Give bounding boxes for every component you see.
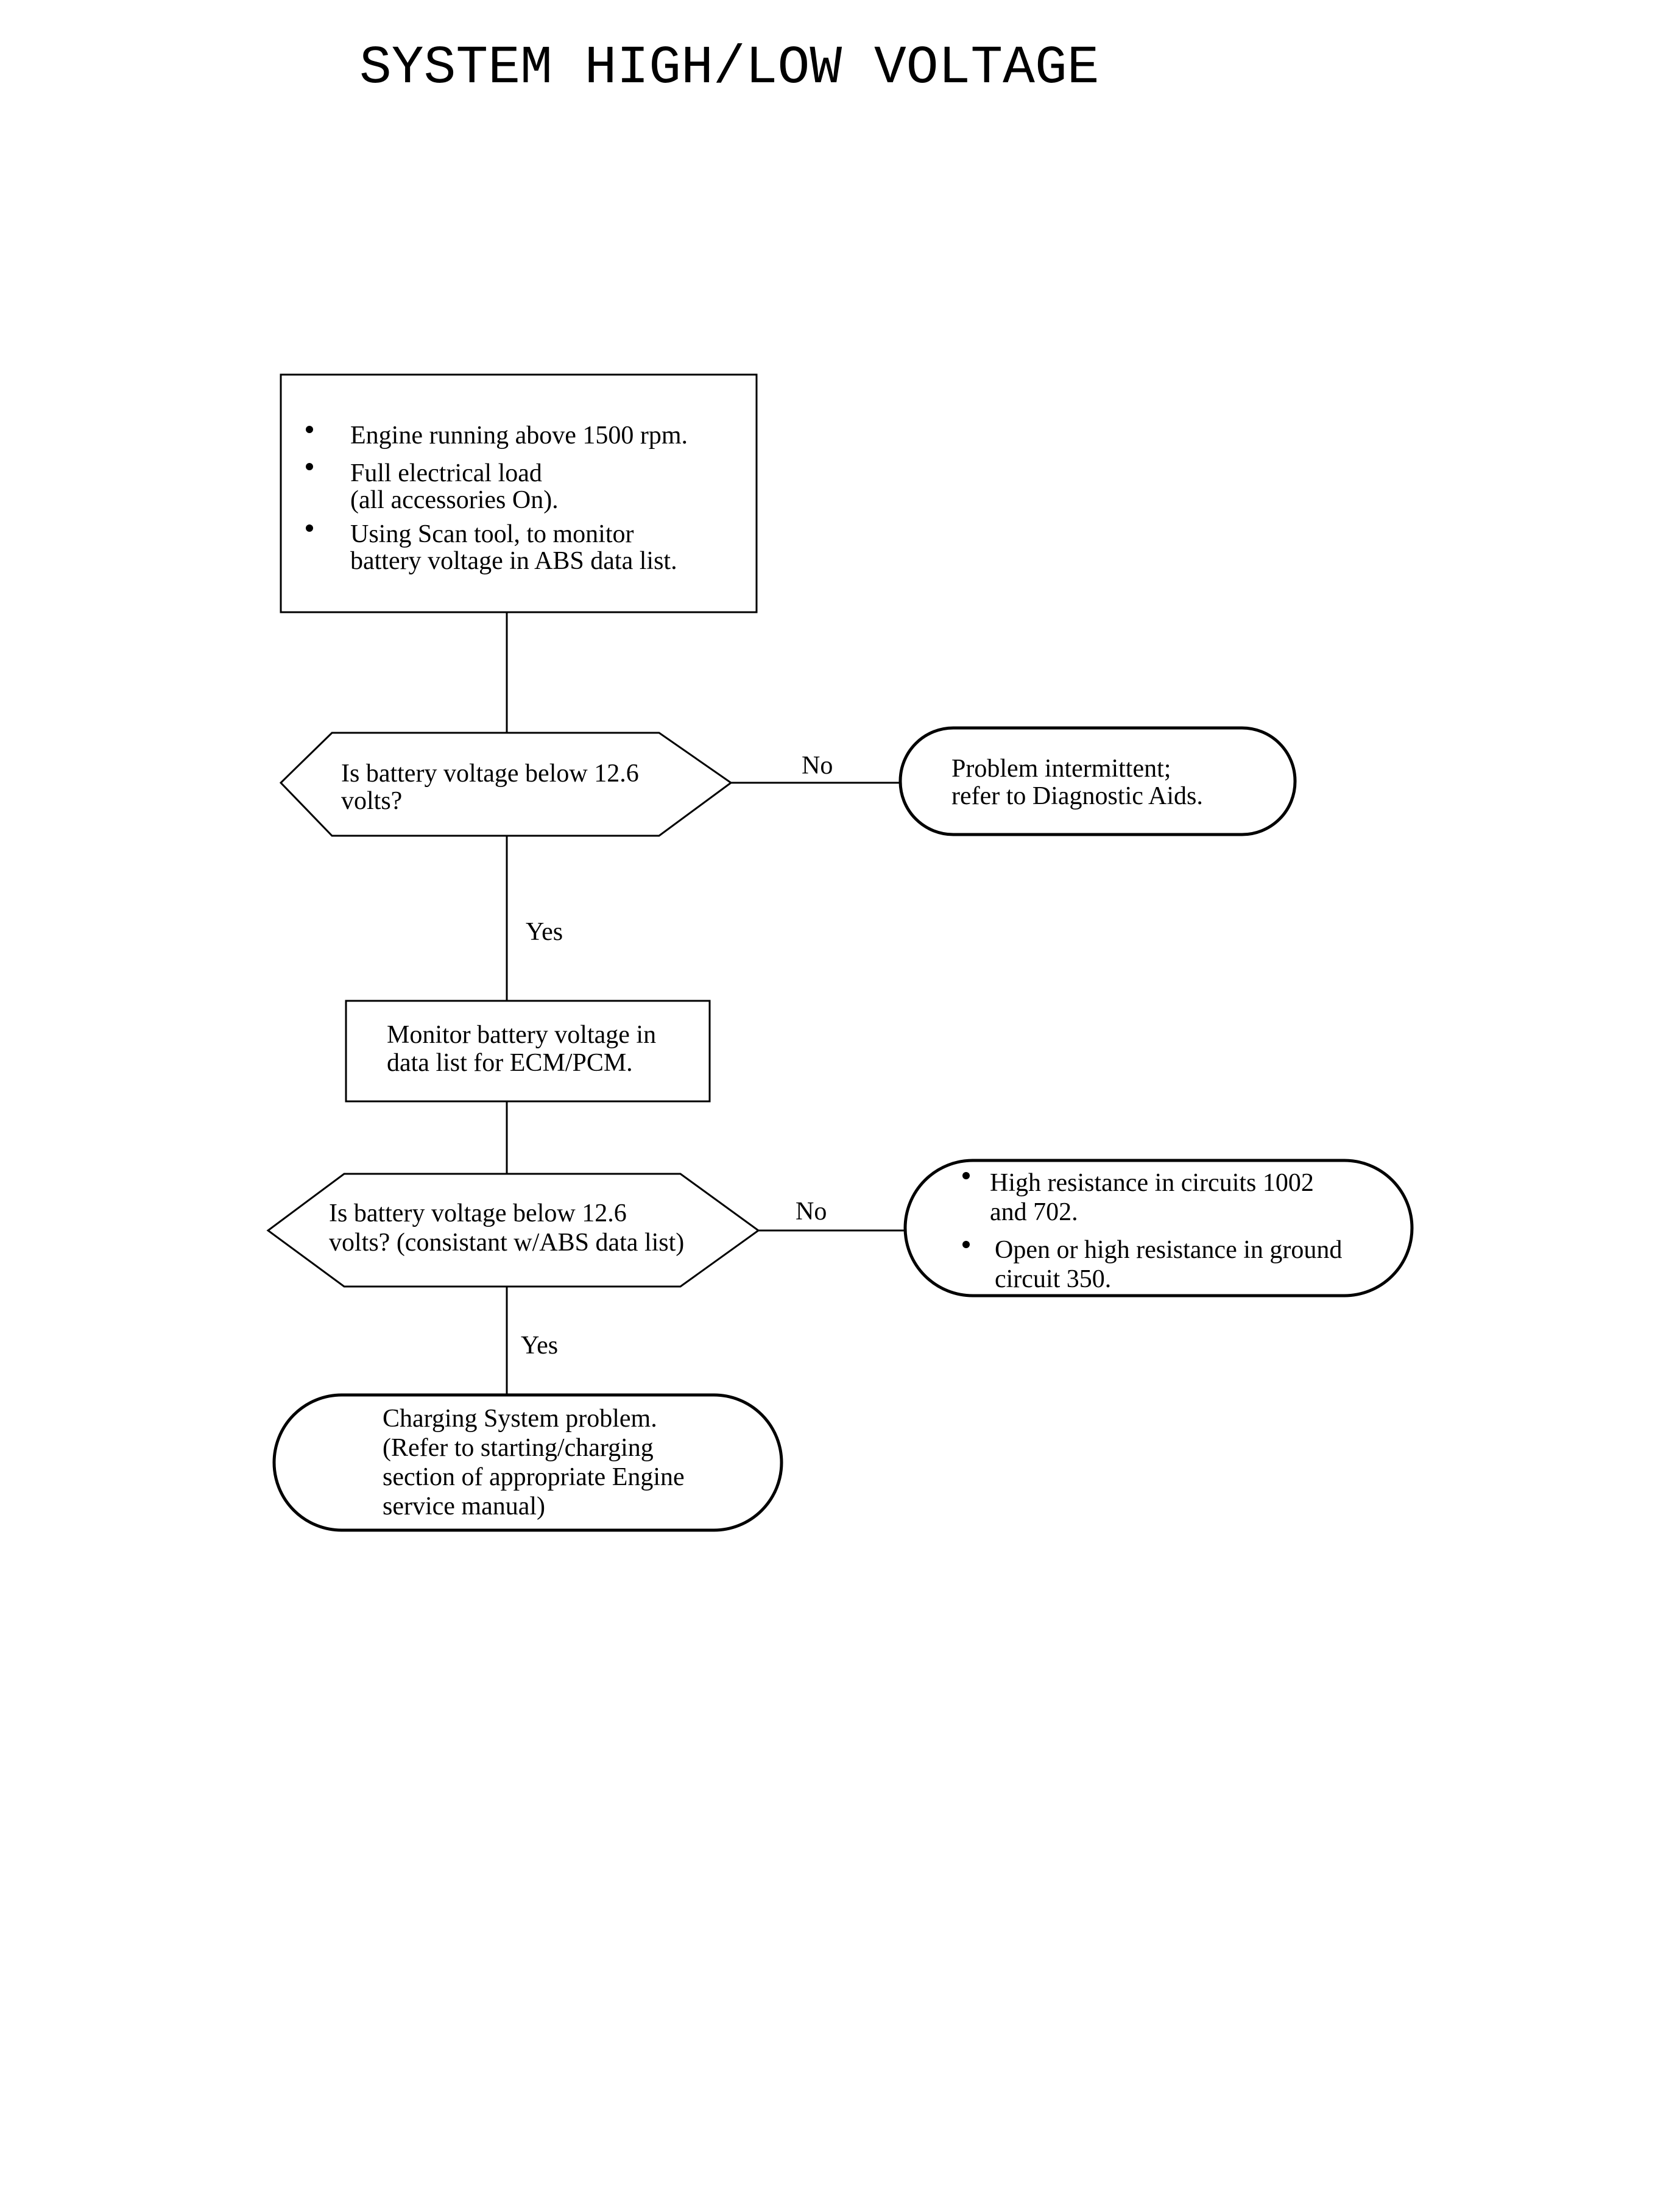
start-box-bullet-2: Full electrical load (all accessories On…: [306, 459, 559, 514]
decision-1-yes-label: Yes: [526, 918, 563, 946]
decision-2-yes-label: Yes: [521, 1332, 558, 1360]
decision-1-line-2: volts?: [341, 787, 402, 815]
process-box-line-2: data list for ECM/PCM.: [387, 1049, 633, 1077]
decision-2-no-label: No: [796, 1198, 827, 1226]
start-box-bullet-2-line-2: (all accessories On).: [350, 486, 559, 514]
result-2-bullet-1: High resistance in circuits 1002 and 702…: [962, 1169, 1314, 1226]
start-box-bullet-3-line-1: Using Scan tool, to monitor: [350, 520, 634, 548]
bullet-dot: [306, 426, 313, 433]
end-terminal-line-4: service manual): [383, 1492, 545, 1520]
start-box: Engine running above 1500 rpm. Full elec…: [280, 373, 758, 613]
result-2-bullet-2: Open or high resistance in ground circui…: [962, 1236, 1342, 1293]
result-2-bullet-1-line-1: High resistance in circuits 1002: [990, 1169, 1314, 1197]
result-2-terminal: High resistance in circuits 1002 and 702…: [903, 1159, 1414, 1297]
process-box: Monitor battery voltage in data list for…: [345, 1000, 711, 1103]
decision-2: Is battery voltage below 12.6 volts? (co…: [266, 1173, 760, 1288]
end-terminal-line-2: (Refer to starting/charging: [383, 1434, 654, 1462]
decision-1: Is battery voltage below 12.6 volts?: [279, 732, 733, 837]
start-box-bullet-1: Engine running above 1500 rpm.: [306, 422, 688, 450]
result-1-line-2: refer to Diagnostic Aids.: [951, 782, 1203, 810]
end-terminal-line-3: section of appropriate Engine: [383, 1463, 685, 1491]
result-1-line-1: Problem intermittent;: [951, 755, 1171, 783]
start-box-bullet-1-line-1: Engine running above 1500 rpm.: [350, 422, 688, 450]
result-2-bullet-2-line-2: circuit 350.: [995, 1265, 1111, 1293]
end-terminal: Charging System problem. (Refer to start…: [272, 1393, 783, 1532]
page-title: SYSTEM HIGH/LOW VOLTAGE: [359, 38, 1099, 99]
process-box-line-1: Monitor battery voltage in: [387, 1021, 656, 1049]
start-box-bullet-2-line-1: Full electrical load: [350, 459, 542, 487]
start-box-bullet-3-line-2: battery voltage in ABS data list.: [350, 547, 677, 575]
decision-2-line-2: volts? (consistant w/ABS data list): [329, 1229, 684, 1257]
decision-1-line-1: Is battery voltage below 12.6: [341, 760, 639, 788]
start-box-bullet-3: Using Scan tool, to monitor battery volt…: [306, 520, 677, 575]
result-1-terminal: Problem intermittent; refer to Diagnosti…: [898, 726, 1297, 836]
decision-1-no-label: No: [802, 752, 833, 780]
result-2-bullet-2-line-1: Open or high resistance in ground: [995, 1236, 1342, 1264]
decision-2-line-1: Is battery voltage below 12.6: [329, 1199, 627, 1227]
result-2-bullet-1-line-2: and 702.: [990, 1198, 1078, 1226]
bullet-dot: [962, 1241, 970, 1248]
bullet-dot: [306, 463, 313, 470]
bullet-dot: [962, 1172, 970, 1179]
bullet-dot: [306, 524, 313, 532]
end-terminal-line-1: Charging System problem.: [383, 1405, 657, 1433]
